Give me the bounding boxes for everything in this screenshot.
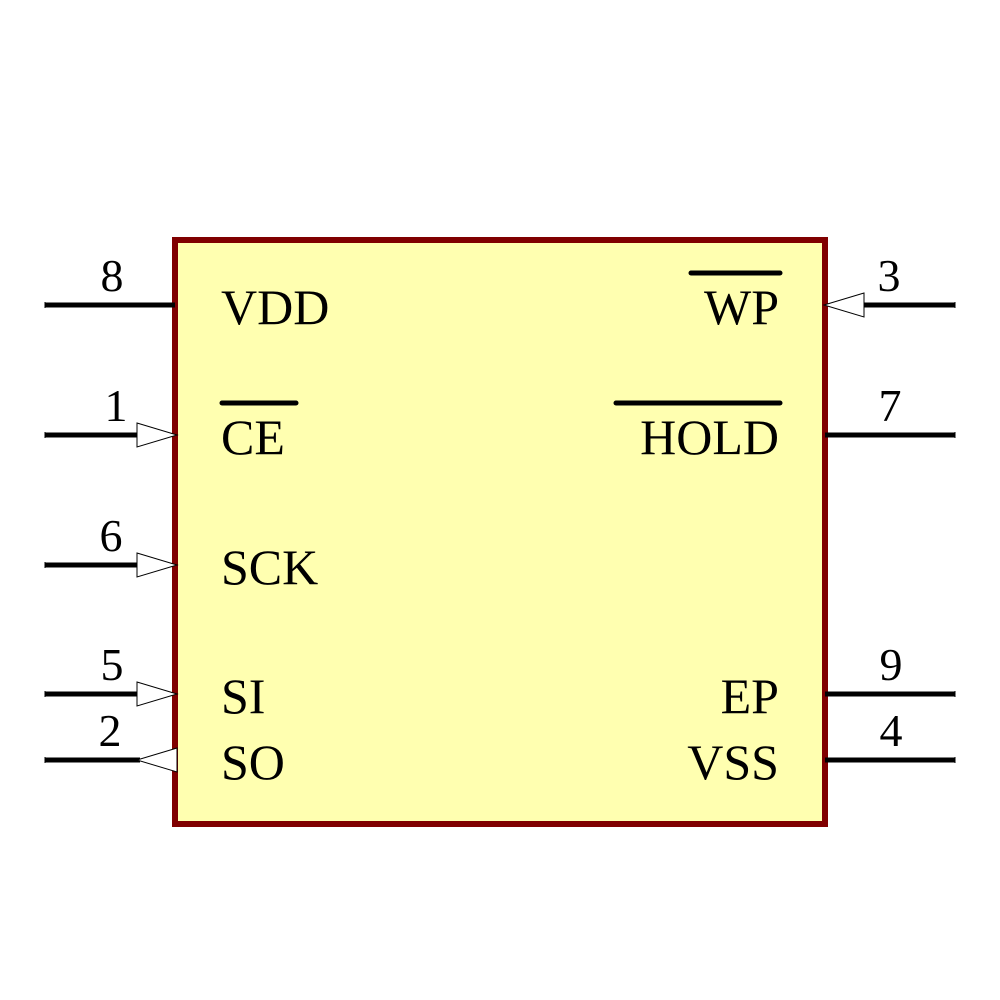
pin-9-ep[interactable]: 9 EP xyxy=(721,639,956,724)
pin-4-vss[interactable]: 4 VSS xyxy=(687,705,956,790)
output-arrow-icon xyxy=(135,747,178,773)
pin-number: 3 xyxy=(878,250,901,301)
pin-number: 6 xyxy=(100,510,123,561)
input-arrow-icon xyxy=(822,292,865,318)
pin-label: HOLD xyxy=(640,409,779,465)
pin-number: 8 xyxy=(101,250,124,301)
pin-label: VDD xyxy=(221,279,329,335)
pin-label: EP xyxy=(721,668,779,724)
pin-6-sck[interactable]: 6 SCK xyxy=(44,510,318,595)
pin-8-vdd[interactable]: 8 VDD xyxy=(44,250,329,335)
pin-label: SCK xyxy=(221,539,318,595)
pin-label: SO xyxy=(221,734,285,790)
pin-label: SI xyxy=(221,668,265,724)
pin-5-si[interactable]: 5 SI xyxy=(44,639,265,724)
pin-number: 1 xyxy=(105,380,128,431)
input-arrow-icon xyxy=(136,681,179,707)
pin-number: 4 xyxy=(880,705,903,756)
pin-label: WP xyxy=(704,279,779,335)
pin-3-wp[interactable]: 3 WP xyxy=(688,250,956,335)
pin-label: VSS xyxy=(687,734,779,790)
pin-number: 7 xyxy=(879,380,902,431)
input-arrow-icon xyxy=(136,552,179,578)
pin-1-ce[interactable]: 1 CE xyxy=(44,380,299,465)
pin-7-hold[interactable]: 7 HOLD xyxy=(613,380,956,465)
pin-2-so[interactable]: 2 SO xyxy=(44,705,285,790)
pin-number: 5 xyxy=(101,639,124,690)
pin-label: CE xyxy=(221,409,285,465)
pin-number: 2 xyxy=(99,705,122,756)
component-body[interactable] xyxy=(172,237,828,827)
pin-number: 9 xyxy=(880,639,903,690)
input-arrow-icon xyxy=(136,422,179,448)
